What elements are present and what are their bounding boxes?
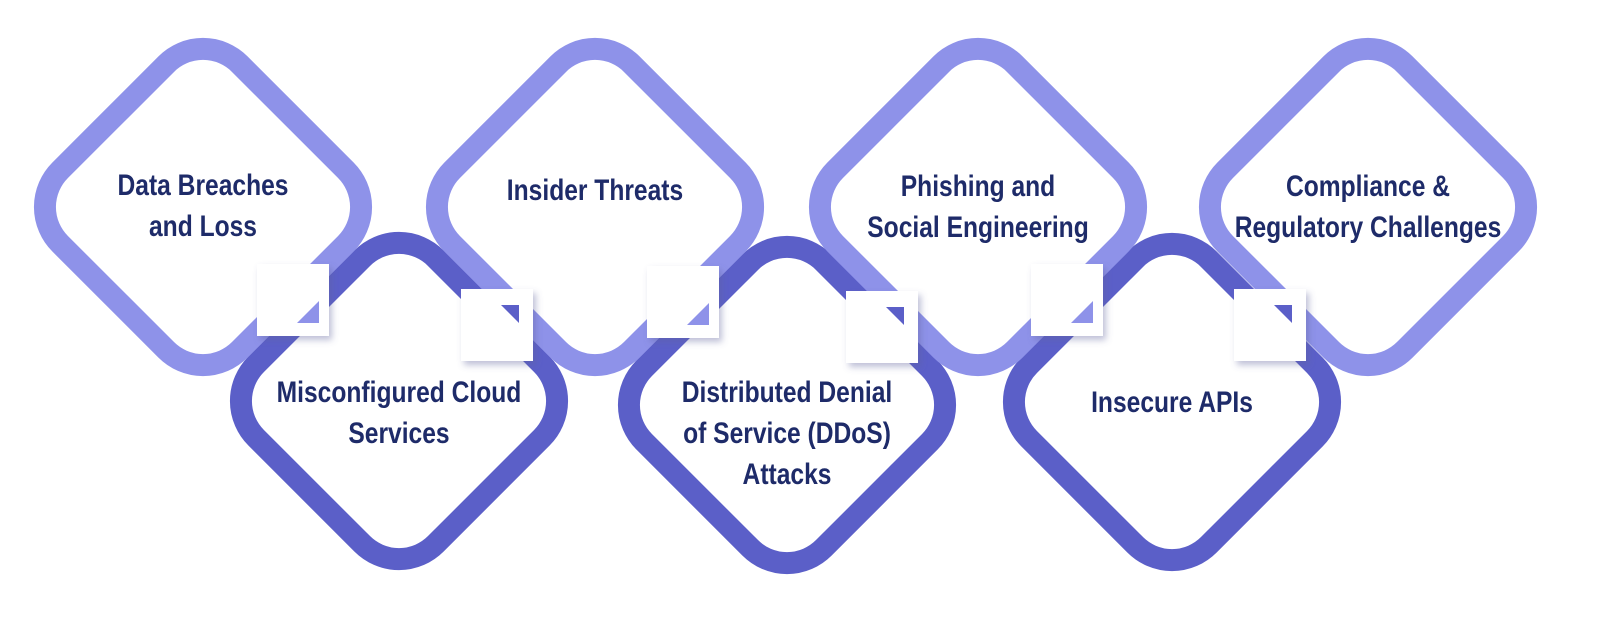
label-misconfigured-cloud: Misconfigured Cloud Services [276,376,522,450]
notch-square [1031,264,1103,336]
junction-6 [1234,289,1306,361]
junction-2 [461,289,533,361]
junction-4 [846,291,918,363]
corner-fold-icon [297,301,319,323]
corner-fold-icon [886,307,904,325]
corner-fold-icon [1071,301,1093,323]
notch-square [461,289,533,361]
junction-1 [257,264,329,336]
label-insider-threats: Insider Threats [506,174,684,207]
label-insecure-apis: Insecure APIs [1091,386,1253,419]
notch-square [257,264,329,336]
junction-3 [647,266,719,338]
corner-fold-icon [1274,305,1292,323]
notch-square [647,266,719,338]
notch-square [1234,289,1306,361]
notch-square [846,291,918,363]
junction-5 [1031,264,1103,336]
label-compliance-regulatory: Compliance & Regulatory Challenges [1234,170,1502,244]
label-ddos-attacks: Distributed Denial of Service (DDoS) Att… [681,376,893,491]
label-phishing-social: Phishing and Social Engineering [867,170,1089,244]
corner-fold-icon [687,303,709,325]
corner-fold-icon [501,305,519,323]
label-data-breaches: Data Breaches and Loss [117,169,289,243]
